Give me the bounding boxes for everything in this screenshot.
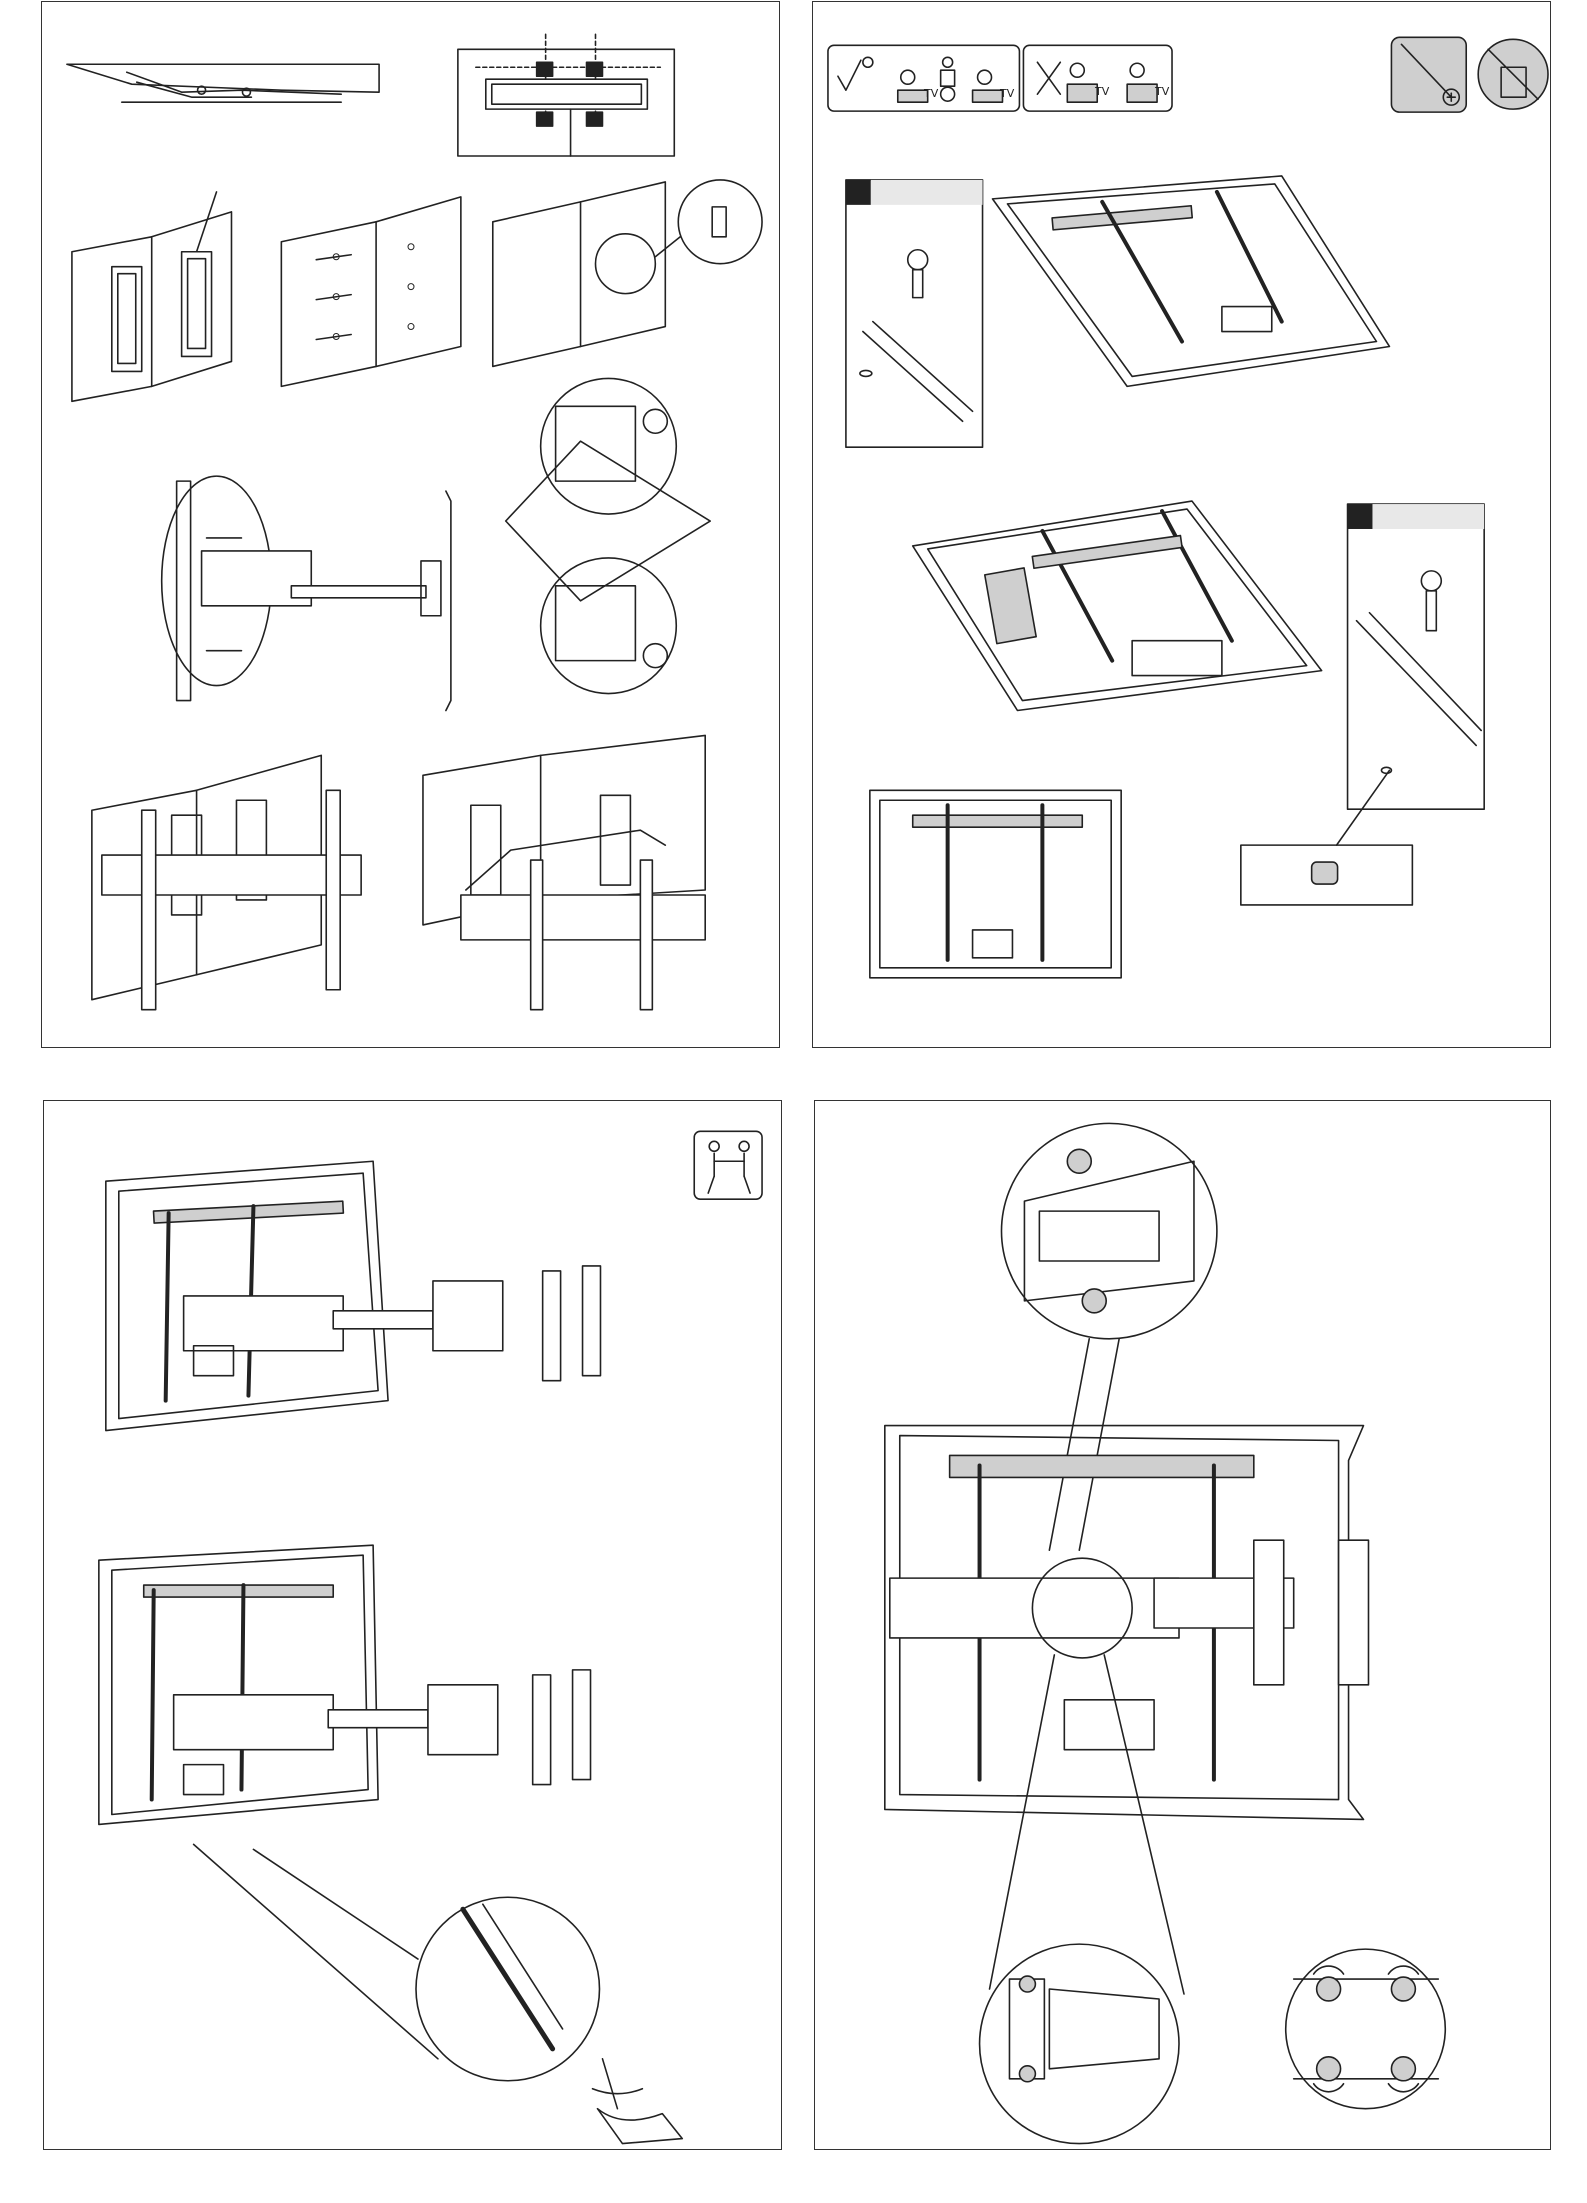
tv-tag-4: TV xyxy=(1155,86,1169,97)
panel-tv-bracket-screws: TV TV TV TV xyxy=(812,1,1551,1048)
top-bolt-detail-circle xyxy=(1001,1123,1216,1550)
tighten-screws-illustration xyxy=(815,1101,1550,2149)
screw-detail-box-1 xyxy=(846,180,983,447)
tv-tag-3: TV xyxy=(1095,86,1109,97)
wall-insert-anchor-view xyxy=(493,180,762,366)
phillips-screwdriver-icon xyxy=(1391,37,1466,112)
wrong-screws-box xyxy=(1023,45,1172,111)
folded-arm-side-view xyxy=(67,64,379,102)
screw-detail-box-2 xyxy=(1348,504,1485,809)
tv-hang-step-bottom xyxy=(99,1545,591,1824)
spacer-detail-box xyxy=(1241,770,1413,905)
no-power-drill-icon xyxy=(1478,39,1548,109)
bottom-right-bolt-detail-circle xyxy=(1286,1949,1446,2109)
correct-screws-box xyxy=(828,45,1019,111)
panel-hang-tv xyxy=(43,1100,782,2150)
panel-wall-plate-assembly xyxy=(41,1,780,1048)
wall-arm-mounted-view-right xyxy=(423,735,705,1009)
tv-tag-1: TV xyxy=(924,88,938,99)
two-person-lift-icon xyxy=(694,1131,762,1199)
tv-back-angled-bottom xyxy=(913,501,1322,710)
wall-plate-on-stud-view xyxy=(458,34,674,156)
wall-mark-holes-view xyxy=(72,192,232,401)
tv-hang-step-top xyxy=(106,1161,601,1430)
tv-back-flat-view xyxy=(870,790,1121,977)
wall-assembly-illustration xyxy=(42,2,779,1047)
screwdriver-detail-circle xyxy=(194,1844,683,2143)
tv-tag-2: TV xyxy=(1000,88,1014,99)
bolt-detail-circles xyxy=(506,378,710,693)
check-mark-icon xyxy=(838,60,861,90)
wall-plate-mounted-view-left xyxy=(92,755,361,1009)
tv-bracket-illustration xyxy=(813,2,1550,1047)
tv-back-angled-top xyxy=(993,176,1390,386)
hang-tv-illustration xyxy=(44,1101,781,2149)
arm-side-mount-view xyxy=(162,476,451,710)
wall-drill-anchors-view xyxy=(281,197,461,386)
panel-tighten-screws xyxy=(814,1100,1551,2150)
tv-mounted-back-view xyxy=(885,1426,1369,1820)
